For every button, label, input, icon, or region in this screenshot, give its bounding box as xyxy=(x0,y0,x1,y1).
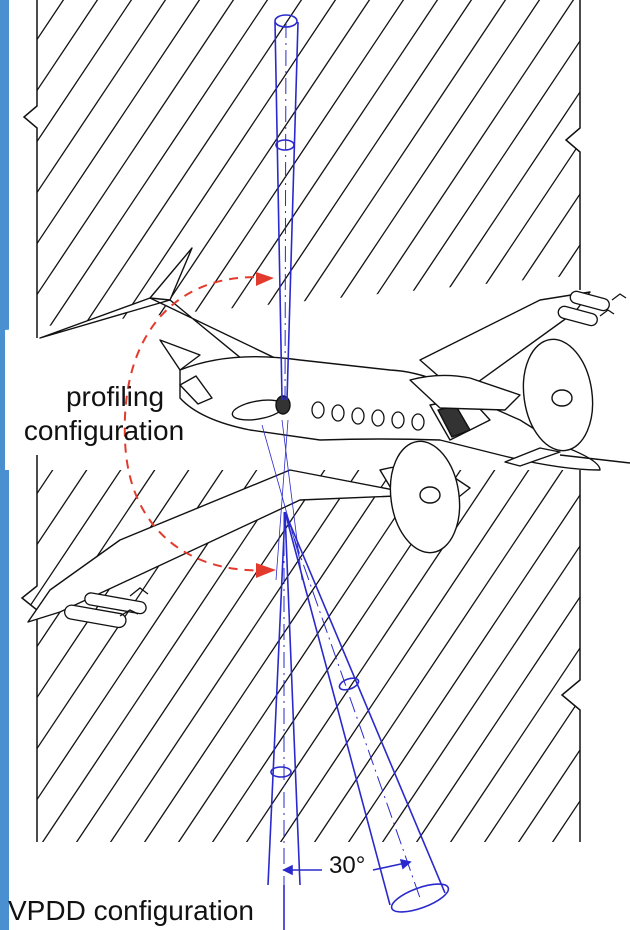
hatch-line xyxy=(523,455,580,842)
hatch-line xyxy=(24,0,193,338)
wing-pods-right xyxy=(557,290,627,327)
hatch-line xyxy=(557,455,580,842)
hatch-line xyxy=(592,410,630,885)
hatch-line xyxy=(22,455,94,842)
profiling-configuration-label: profiling configuration xyxy=(24,381,200,445)
hatch-line xyxy=(24,0,227,338)
left-border-strip xyxy=(0,0,9,930)
hatch-line xyxy=(22,455,196,842)
hatch-line xyxy=(455,455,580,842)
profiling-label-line1: profiling xyxy=(65,381,165,412)
tail-plane xyxy=(179,375,213,405)
vpdd-configuration-label: VPDD configuration xyxy=(8,895,254,926)
hatch-line xyxy=(489,455,580,842)
arrowhead-down xyxy=(256,563,276,578)
lidar-pod-fuselage xyxy=(231,395,291,421)
beam-crossover xyxy=(261,419,303,581)
hatch-line xyxy=(47,0,329,338)
wing-pods-left xyxy=(64,587,149,629)
hatch-line xyxy=(24,0,295,338)
hatch-line xyxy=(22,455,230,842)
hatch-line xyxy=(319,455,580,842)
fuselage xyxy=(179,355,601,471)
angle-dimension xyxy=(282,858,412,930)
lidar-beams xyxy=(261,14,450,930)
far-winglet xyxy=(149,247,193,301)
nose-fairing xyxy=(504,447,561,467)
hatch-line xyxy=(115,0,397,338)
hatch-line xyxy=(24,0,125,338)
aircraft-icon xyxy=(27,247,630,623)
hatch-line xyxy=(24,0,159,338)
hatch-line xyxy=(22,455,128,842)
hatch-line xyxy=(353,455,580,842)
profiling-label-line2: configuration xyxy=(23,415,185,446)
hatch-line xyxy=(285,455,580,842)
vpdd-slant-beam xyxy=(284,511,450,913)
angle-label: 30° xyxy=(329,852,366,879)
hatch-line xyxy=(22,455,264,842)
hatch-line xyxy=(626,410,630,885)
vpdd-nadir-beam xyxy=(267,511,301,886)
arrowhead-up xyxy=(256,272,274,286)
hatch-line xyxy=(22,455,162,842)
hatch-line xyxy=(251,455,570,842)
hatch-line xyxy=(149,0,431,338)
hatch-line xyxy=(24,0,91,338)
right-engine-nacelle xyxy=(409,374,521,411)
hatch-line xyxy=(387,455,580,842)
slab-outlines xyxy=(20,0,581,842)
tail-fin xyxy=(159,339,201,371)
hatch-line xyxy=(421,455,580,842)
hatch-line xyxy=(217,455,536,842)
profiling-beam-up xyxy=(274,14,299,401)
configuration-switch-arrow xyxy=(123,272,276,578)
cabin-windows xyxy=(311,401,425,431)
